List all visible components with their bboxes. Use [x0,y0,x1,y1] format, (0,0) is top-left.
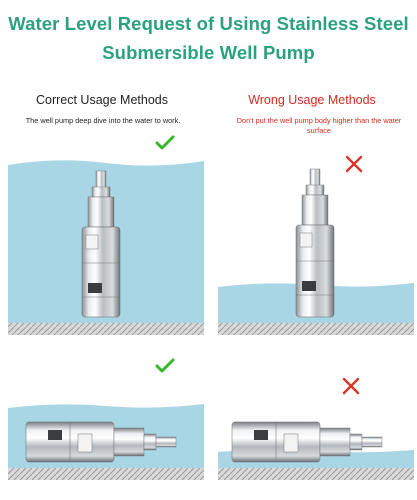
pump-vertical [295,168,335,318]
ground-strip [218,323,414,335]
correct-usage-note: The well pump deep dive into the water t… [25,116,181,125]
check-icon [155,135,175,150]
pump-horizontal [25,421,177,463]
cross-icon [342,377,360,395]
page-title-line-2: Submersible Well Pump [102,42,315,63]
page-title-line-1: Water Level Request of Using Stainless S… [8,13,409,34]
pump-horizontal [231,421,383,463]
wrong-usage-heading: Wrong Usage Methods [248,93,376,107]
correct-usage-heading: Correct Usage Methods [35,93,168,107]
ground-strip [218,468,414,480]
pump-vertical [81,170,121,318]
wrong-vertical-illustration [218,135,414,340]
correct-vertical-illustration [8,135,204,340]
wrong-usage-note: Don't put the well pump body higher than… [236,116,402,135]
correct-horizontal-illustration [8,390,204,482]
check-icon [155,358,175,373]
ground-strip [8,323,204,335]
cross-icon [345,155,363,173]
wrong-horizontal-illustration [218,390,414,482]
ground-strip [8,468,204,480]
